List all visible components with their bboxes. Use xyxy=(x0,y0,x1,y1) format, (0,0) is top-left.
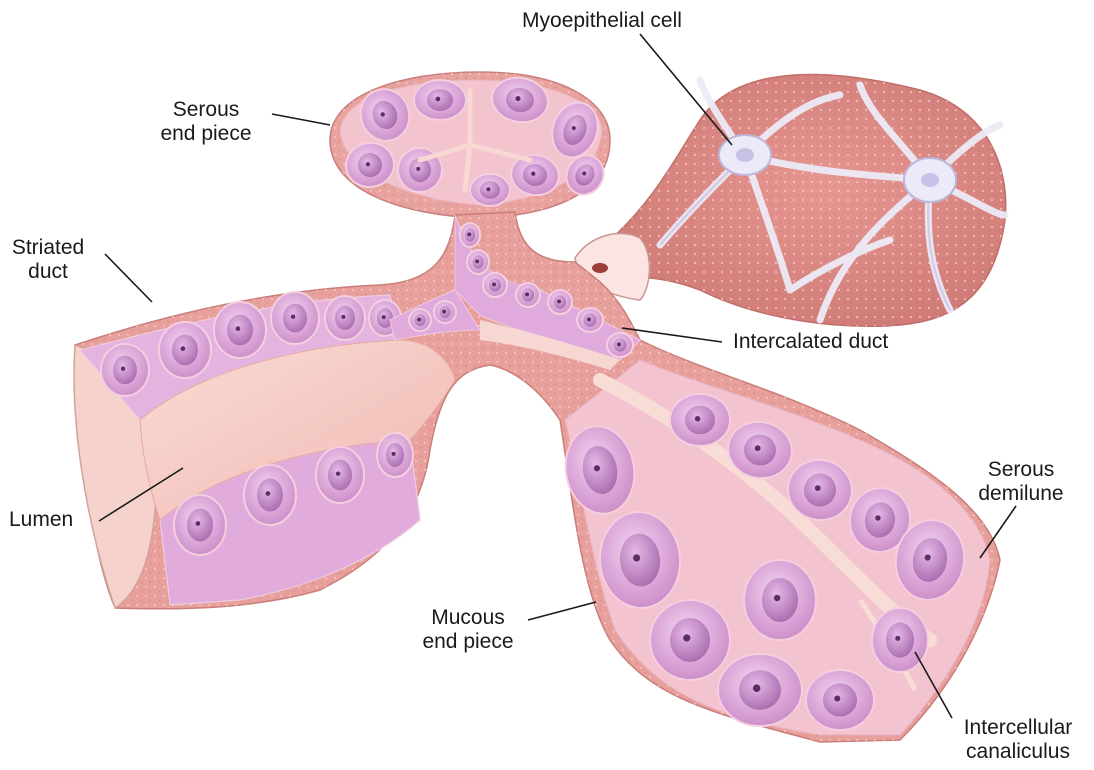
label-serous-end-piece: Serous end piece xyxy=(145,98,267,146)
striated-cell xyxy=(214,302,266,358)
label-striated-duct: Striated duct xyxy=(2,236,94,284)
striated-cell xyxy=(325,296,365,340)
leader-serous-end-piece xyxy=(272,114,330,125)
striated-cell xyxy=(159,322,211,378)
intercalated-cell xyxy=(434,301,456,323)
leader-myoepithelial xyxy=(640,34,732,145)
myoepithelial-acinus xyxy=(575,75,1006,327)
intercalated-cell xyxy=(483,273,507,297)
striated-cell xyxy=(316,447,364,503)
striated-cell xyxy=(244,465,296,525)
striated-cell xyxy=(101,344,149,396)
leader-striated-duct xyxy=(105,254,152,302)
serous-end-piece-disc xyxy=(330,72,611,218)
intercalated-cell xyxy=(548,290,572,314)
intercalated-cell xyxy=(607,333,633,357)
intercalated-cell xyxy=(467,250,489,274)
leader-mucous-end-piece xyxy=(528,602,596,620)
serous-cell xyxy=(414,80,466,120)
intercalated-cell xyxy=(460,223,480,247)
mucous-cell xyxy=(744,560,816,640)
intercalated-cell xyxy=(516,283,540,307)
intercalated-cell xyxy=(577,308,603,332)
label-serous-demilune: Serous demilune xyxy=(970,458,1072,506)
striated-cell xyxy=(271,292,319,344)
striated-cell xyxy=(377,433,413,477)
mucous-cell xyxy=(872,608,928,672)
label-intercalated-duct: Intercalated duct xyxy=(733,330,888,354)
label-lumen: Lumen xyxy=(9,508,73,532)
label-intercellular-canaliculus: Intercellular canaliculus xyxy=(948,716,1088,764)
label-myoepithelial-cell: Myoepithelial cell xyxy=(472,9,732,33)
mucous-cell xyxy=(650,600,730,680)
intercalated-cell xyxy=(409,309,431,331)
mucous-cell xyxy=(718,654,802,726)
serous-cell xyxy=(470,174,510,206)
mucous-cell xyxy=(670,394,730,446)
label-mucous-end-piece: Mucous end piece xyxy=(410,606,526,654)
mucous-cell xyxy=(806,670,874,730)
striated-cell xyxy=(174,495,226,555)
